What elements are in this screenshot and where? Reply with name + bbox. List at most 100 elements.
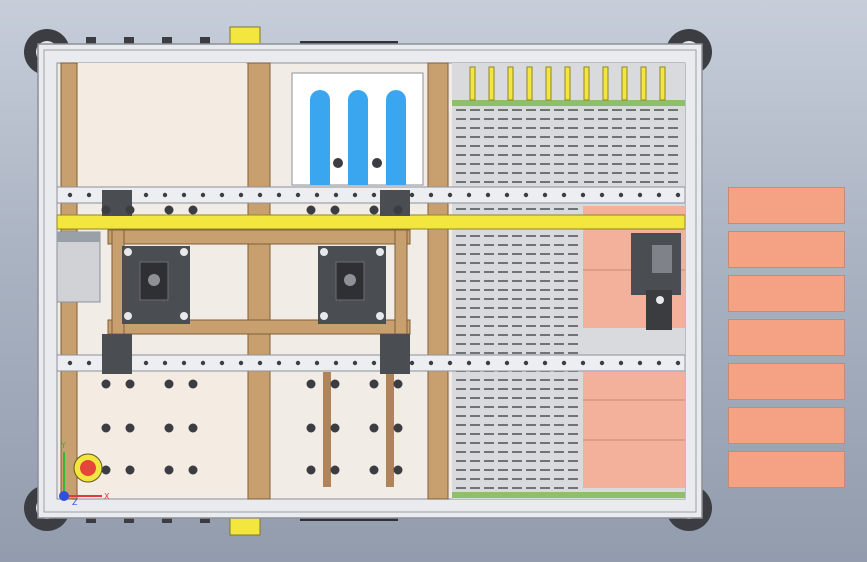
yellow-pin <box>621 66 628 101</box>
rail-bolt <box>618 360 624 366</box>
stem-bolt <box>306 465 316 475</box>
rail-bolt <box>238 360 244 366</box>
rail-bolt <box>352 360 358 366</box>
yellow-pin <box>640 66 647 101</box>
yellow-pin <box>564 66 571 101</box>
right-end-carriage <box>631 233 681 330</box>
gantry-block-right <box>318 246 386 324</box>
rail-bolt <box>143 360 149 366</box>
rail-bolt <box>86 360 92 366</box>
yellow-pins <box>469 66 666 101</box>
rail-bolt <box>637 192 643 198</box>
rail-bolt <box>561 360 567 366</box>
stem-bolt <box>101 465 111 475</box>
axis-triad: Y X Z <box>59 441 110 507</box>
rail-bolt <box>599 192 605 198</box>
rail-bolt <box>409 192 415 198</box>
rail-bolt <box>314 360 320 366</box>
yellow-pin <box>583 66 590 101</box>
stem-bolt <box>125 465 135 475</box>
rail-bolt <box>618 192 624 198</box>
stem-bolts <box>101 205 403 475</box>
rail-bolt <box>466 360 472 366</box>
rail-bolt <box>371 192 377 198</box>
stem-bolt <box>393 205 403 215</box>
stem-bolt <box>306 379 316 389</box>
left-top-bay <box>78 63 246 187</box>
rail-bolt <box>409 360 415 366</box>
rail-bolt <box>485 360 491 366</box>
rail-bolt <box>637 360 643 366</box>
yellow-pin <box>602 66 609 101</box>
legend-swatch <box>728 451 845 488</box>
yellow-pin <box>545 66 552 101</box>
rail-bolt <box>67 192 73 198</box>
stem-bolt <box>188 423 198 433</box>
stem-bolt <box>393 379 403 389</box>
axis-x-label: X <box>104 492 110 501</box>
rail-bolt <box>333 192 339 198</box>
horizontal-rails <box>56 186 686 372</box>
stem-bolt <box>164 465 174 475</box>
legend-swatch <box>728 187 845 224</box>
legend-swatch <box>728 231 845 268</box>
rail-bolt <box>181 360 187 366</box>
stem-bolt <box>369 379 379 389</box>
legend-swatch <box>728 319 845 356</box>
rail-bolt <box>219 192 225 198</box>
stem-bolt <box>188 379 198 389</box>
emergency-stop-button <box>73 453 103 483</box>
stem-bolt <box>330 465 340 475</box>
rail-bolt <box>561 192 567 198</box>
bottom-edge-bolts <box>86 516 210 523</box>
yellow-pin <box>488 66 495 101</box>
stem-bolt <box>101 205 111 215</box>
stem-bolt <box>188 205 198 215</box>
rail-bolt <box>656 192 662 198</box>
rail-bolt <box>219 360 225 366</box>
yellow-pin <box>469 66 476 101</box>
rail-bolt <box>371 360 377 366</box>
rail-bolt <box>295 192 301 198</box>
rail-bolt <box>447 360 453 366</box>
stem-bolt <box>164 205 174 215</box>
rail-bolt <box>485 192 491 198</box>
rail-bolt <box>257 360 263 366</box>
stem-bolt <box>164 423 174 433</box>
legend-swatch <box>728 363 845 400</box>
rail-bolt <box>447 192 453 198</box>
legend-swatch <box>728 275 845 312</box>
rail-bolt <box>504 360 510 366</box>
rail-bolt <box>67 360 73 366</box>
bottom-yellow-tab <box>229 515 261 536</box>
stem-bolt <box>101 423 111 433</box>
rail-bolt <box>200 192 206 198</box>
legend-swatch <box>728 407 845 444</box>
stem-bolt <box>330 379 340 389</box>
rail-bolt <box>542 360 548 366</box>
rail-bolt <box>504 192 510 198</box>
stem-bolt <box>330 423 340 433</box>
rail-bolt <box>523 360 529 366</box>
yellow-pin <box>659 66 666 101</box>
rail-bolt <box>580 360 586 366</box>
rail-bolt <box>542 192 548 198</box>
stem-bolt <box>188 465 198 475</box>
stem-bolt <box>369 205 379 215</box>
rail-bolt <box>200 360 206 366</box>
rail-bolt <box>675 192 681 198</box>
stem-bolt <box>101 379 111 389</box>
stem-bolt <box>330 205 340 215</box>
rail-bolt <box>181 192 187 198</box>
stem-bolt <box>125 379 135 389</box>
top-edge-bolts <box>86 37 210 44</box>
rail-bolt <box>143 192 149 198</box>
rail-bolt <box>333 360 339 366</box>
gantry-block-left <box>122 246 190 324</box>
stem-bolt <box>125 423 135 433</box>
stem-bolt <box>369 423 379 433</box>
yellow-crossbar <box>56 214 686 230</box>
stem-bolt <box>306 205 316 215</box>
